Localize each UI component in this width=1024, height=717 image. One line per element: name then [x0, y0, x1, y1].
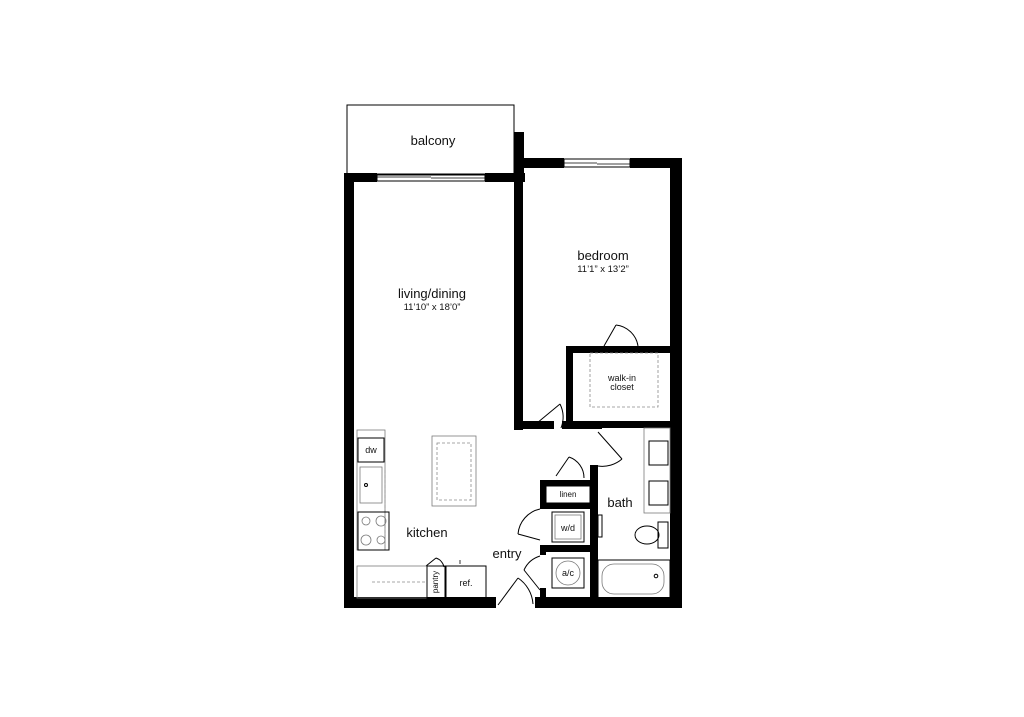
labels: balcony living/dining 11’10” x 18’0” bed…	[365, 133, 636, 593]
doors	[425, 324, 639, 606]
bedroom-window	[563, 158, 631, 168]
dishwasher-label: dw	[365, 445, 377, 455]
refrigerator-label: ref.	[459, 578, 472, 588]
refrigerator	[445, 565, 487, 599]
kitchen-label: kitchen	[406, 525, 447, 540]
range	[357, 511, 390, 551]
bedroom-label: bedroom	[577, 248, 628, 263]
living-label: living/dining	[398, 286, 466, 301]
bathtub	[597, 559, 671, 599]
balcony-slider	[376, 173, 486, 182]
bath-fixtures	[597, 427, 671, 599]
pantry	[426, 565, 446, 599]
toilet	[657, 521, 669, 549]
dishwasher	[357, 437, 385, 463]
closet-label-line1: walk-in	[607, 373, 636, 383]
entry-label: entry	[493, 546, 522, 561]
living-dims: 11’10” x 18’0”	[404, 302, 461, 313]
bedroom-dims: 11’1” x 13’2”	[577, 264, 629, 275]
closet-shelving	[589, 352, 659, 408]
ac-label: a/c	[562, 568, 575, 578]
exterior-walls	[344, 132, 682, 608]
vanity	[643, 427, 671, 514]
pantry-label: pantry	[431, 571, 440, 593]
interior-walls	[514, 175, 672, 605]
bath-label: bath	[607, 495, 632, 510]
ac-unit	[551, 557, 585, 589]
linen-label: linen	[560, 490, 577, 499]
kitchen-island	[431, 435, 477, 507]
washer-dryer-label: w/d	[560, 523, 575, 533]
kitchen-fixtures	[356, 429, 487, 599]
utility-fixtures	[545, 485, 591, 589]
washer-dryer	[551, 511, 585, 543]
kitchen-sink	[359, 466, 383, 504]
closet-label-line2: closet	[610, 382, 634, 392]
balcony-label: balcony	[411, 133, 456, 148]
